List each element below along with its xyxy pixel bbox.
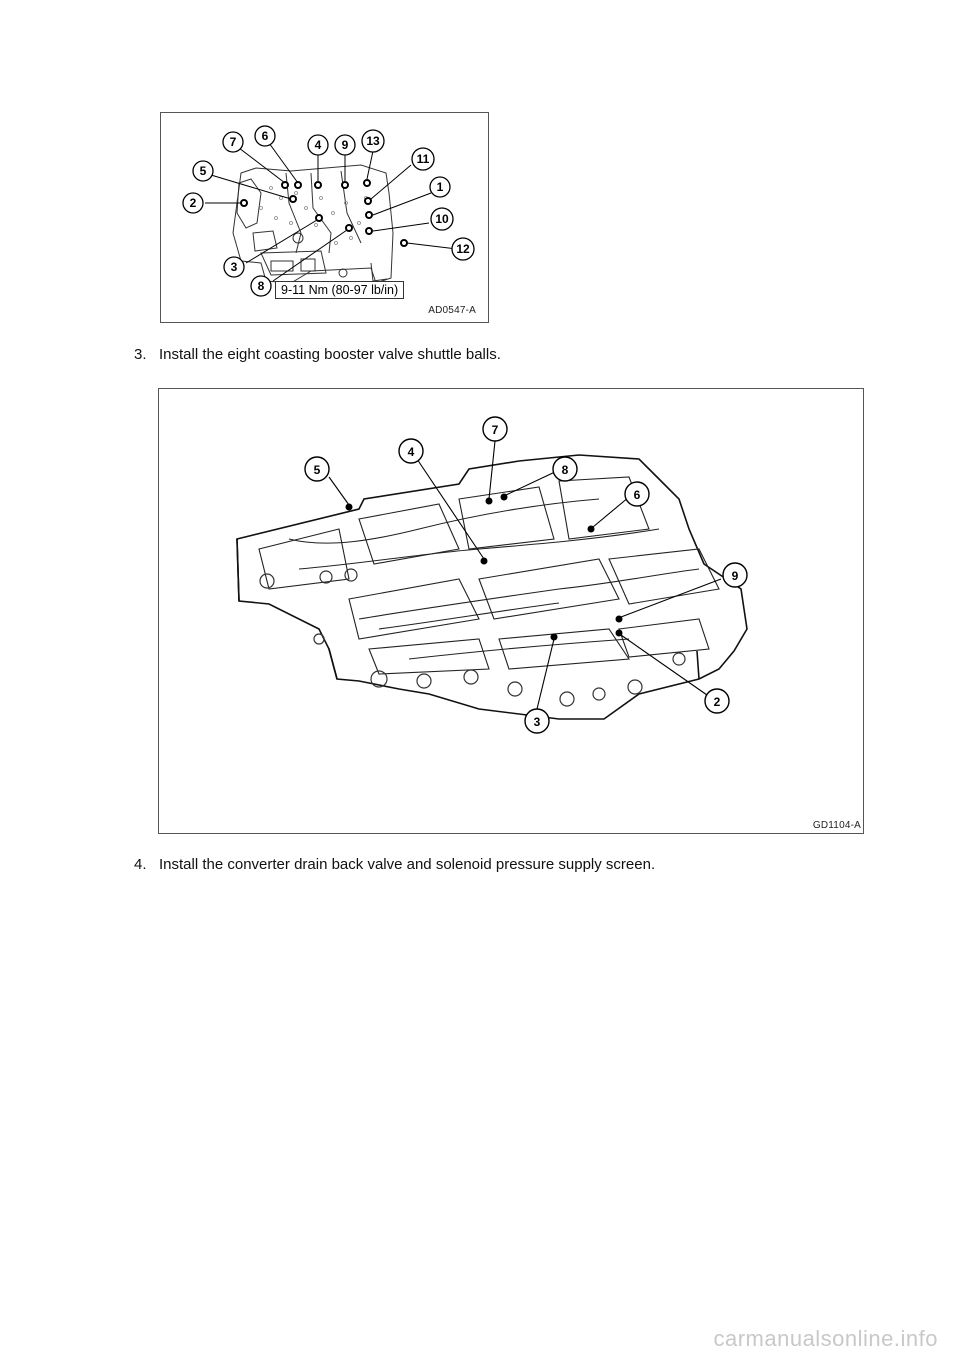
- callout-1: 1: [437, 180, 444, 194]
- callout-7: 7: [230, 135, 237, 149]
- step-4: 4. Install the converter drain back valv…: [134, 856, 655, 873]
- callout-8: 8: [258, 279, 265, 293]
- figure-code: AD0547-A: [428, 305, 476, 316]
- callout-2: 2: [714, 695, 721, 709]
- callout-3: 3: [231, 260, 238, 274]
- callout-6: 6: [262, 129, 269, 143]
- step-3: 3. Install the eight coasting booster va…: [134, 346, 501, 363]
- valve-body-bolt-illustration: 7 6 4 9 13 11 5 2 1 10 12 3 8: [182, 125, 475, 297]
- callout-2: 2: [190, 196, 197, 210]
- step-number: 3.: [134, 346, 147, 363]
- callout-9: 9: [342, 138, 349, 152]
- figure-code: GD1104-A: [812, 820, 861, 831]
- figure-shuttle-balls: 7 4 8 5 6 9 2 3 GD1104-A: [158, 388, 864, 834]
- watermark: carmanualsonline.info: [713, 1326, 938, 1351]
- step-text: Install the eight coasting booster valve…: [159, 346, 501, 363]
- torque-spec-label: 9-11 Nm (80-97 lb/in): [275, 281, 405, 299]
- callout-12: 12: [456, 242, 470, 256]
- callout-10: 10: [435, 212, 449, 226]
- shuttle-ball-illustration: 7 4 8 5 6 9 2 3: [236, 416, 748, 734]
- callout-6: 6: [634, 488, 641, 502]
- callout-11: 11: [417, 152, 430, 166]
- callout-4: 4: [408, 445, 415, 459]
- callout-5: 5: [200, 164, 207, 178]
- step-number: 4.: [134, 856, 147, 873]
- callout-13: 13: [366, 134, 380, 148]
- figure-valve-body-bolts: 7 6 4 9 13 11 5 2 1 10 12 3 8 9-11 Nm (8…: [160, 112, 489, 323]
- callout-9: 9: [732, 569, 739, 583]
- step-text: Install the converter drain back valve a…: [159, 856, 656, 873]
- callout-4: 4: [315, 138, 322, 152]
- callout-5: 5: [314, 463, 321, 477]
- callout-3: 3: [534, 715, 541, 729]
- callout-7: 7: [492, 423, 499, 437]
- callout-8: 8: [562, 463, 569, 477]
